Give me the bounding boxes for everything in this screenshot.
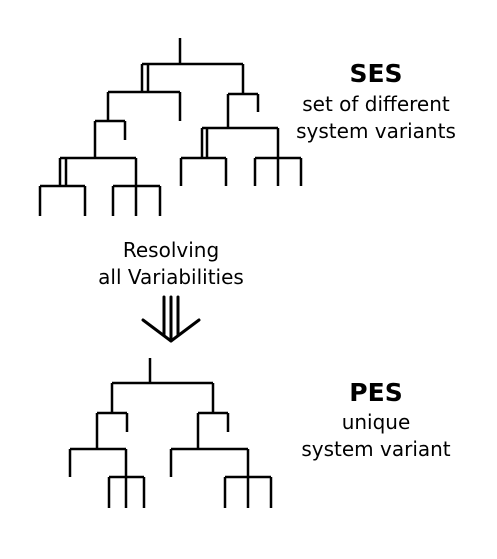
- ses-leaf-group-2: [111, 184, 162, 216]
- arrow-head: [141, 318, 201, 343]
- pes-description-line-2: system variant: [301, 437, 451, 461]
- pes-leaf-group-1: [107, 475, 146, 508]
- ses-right-sub-variant-marker: [200, 128, 209, 158]
- ses-right-branches: [226, 94, 260, 128]
- pes-right-branches: [196, 413, 230, 449]
- ses-left-sub-branches: [93, 121, 127, 158]
- ses-leaf-group-3: [179, 156, 228, 186]
- ses-description-line-1: set of different: [302, 92, 450, 116]
- ses-left-branches: [106, 92, 182, 121]
- pes-tree: [68, 358, 273, 508]
- pes-left-leaf-branches: [68, 449, 128, 477]
- ses-left-sub-variant-marker: [58, 158, 68, 186]
- ses-leaf-group-4: [253, 156, 303, 186]
- pes-leaf-group-2: [223, 475, 273, 508]
- ses-tree: [38, 38, 303, 216]
- resolve-label-line-2: all Variabilities: [98, 265, 244, 289]
- pes-root-branches: [110, 383, 215, 413]
- ses-title: SES: [349, 59, 403, 88]
- ses-leaf-group-1: [38, 184, 87, 216]
- pes-title: PES: [349, 378, 403, 407]
- ses-description-line-2: system variants: [296, 119, 456, 143]
- resolve-label-line-1: Resolving: [122, 238, 220, 262]
- pes-description-line-1: unique: [341, 410, 411, 434]
- ses-variant-marker: [140, 64, 150, 92]
- pes-right-leaf-branches: [169, 449, 250, 477]
- pes-left-branches: [95, 413, 129, 449]
- resolve-arrow: [141, 295, 201, 343]
